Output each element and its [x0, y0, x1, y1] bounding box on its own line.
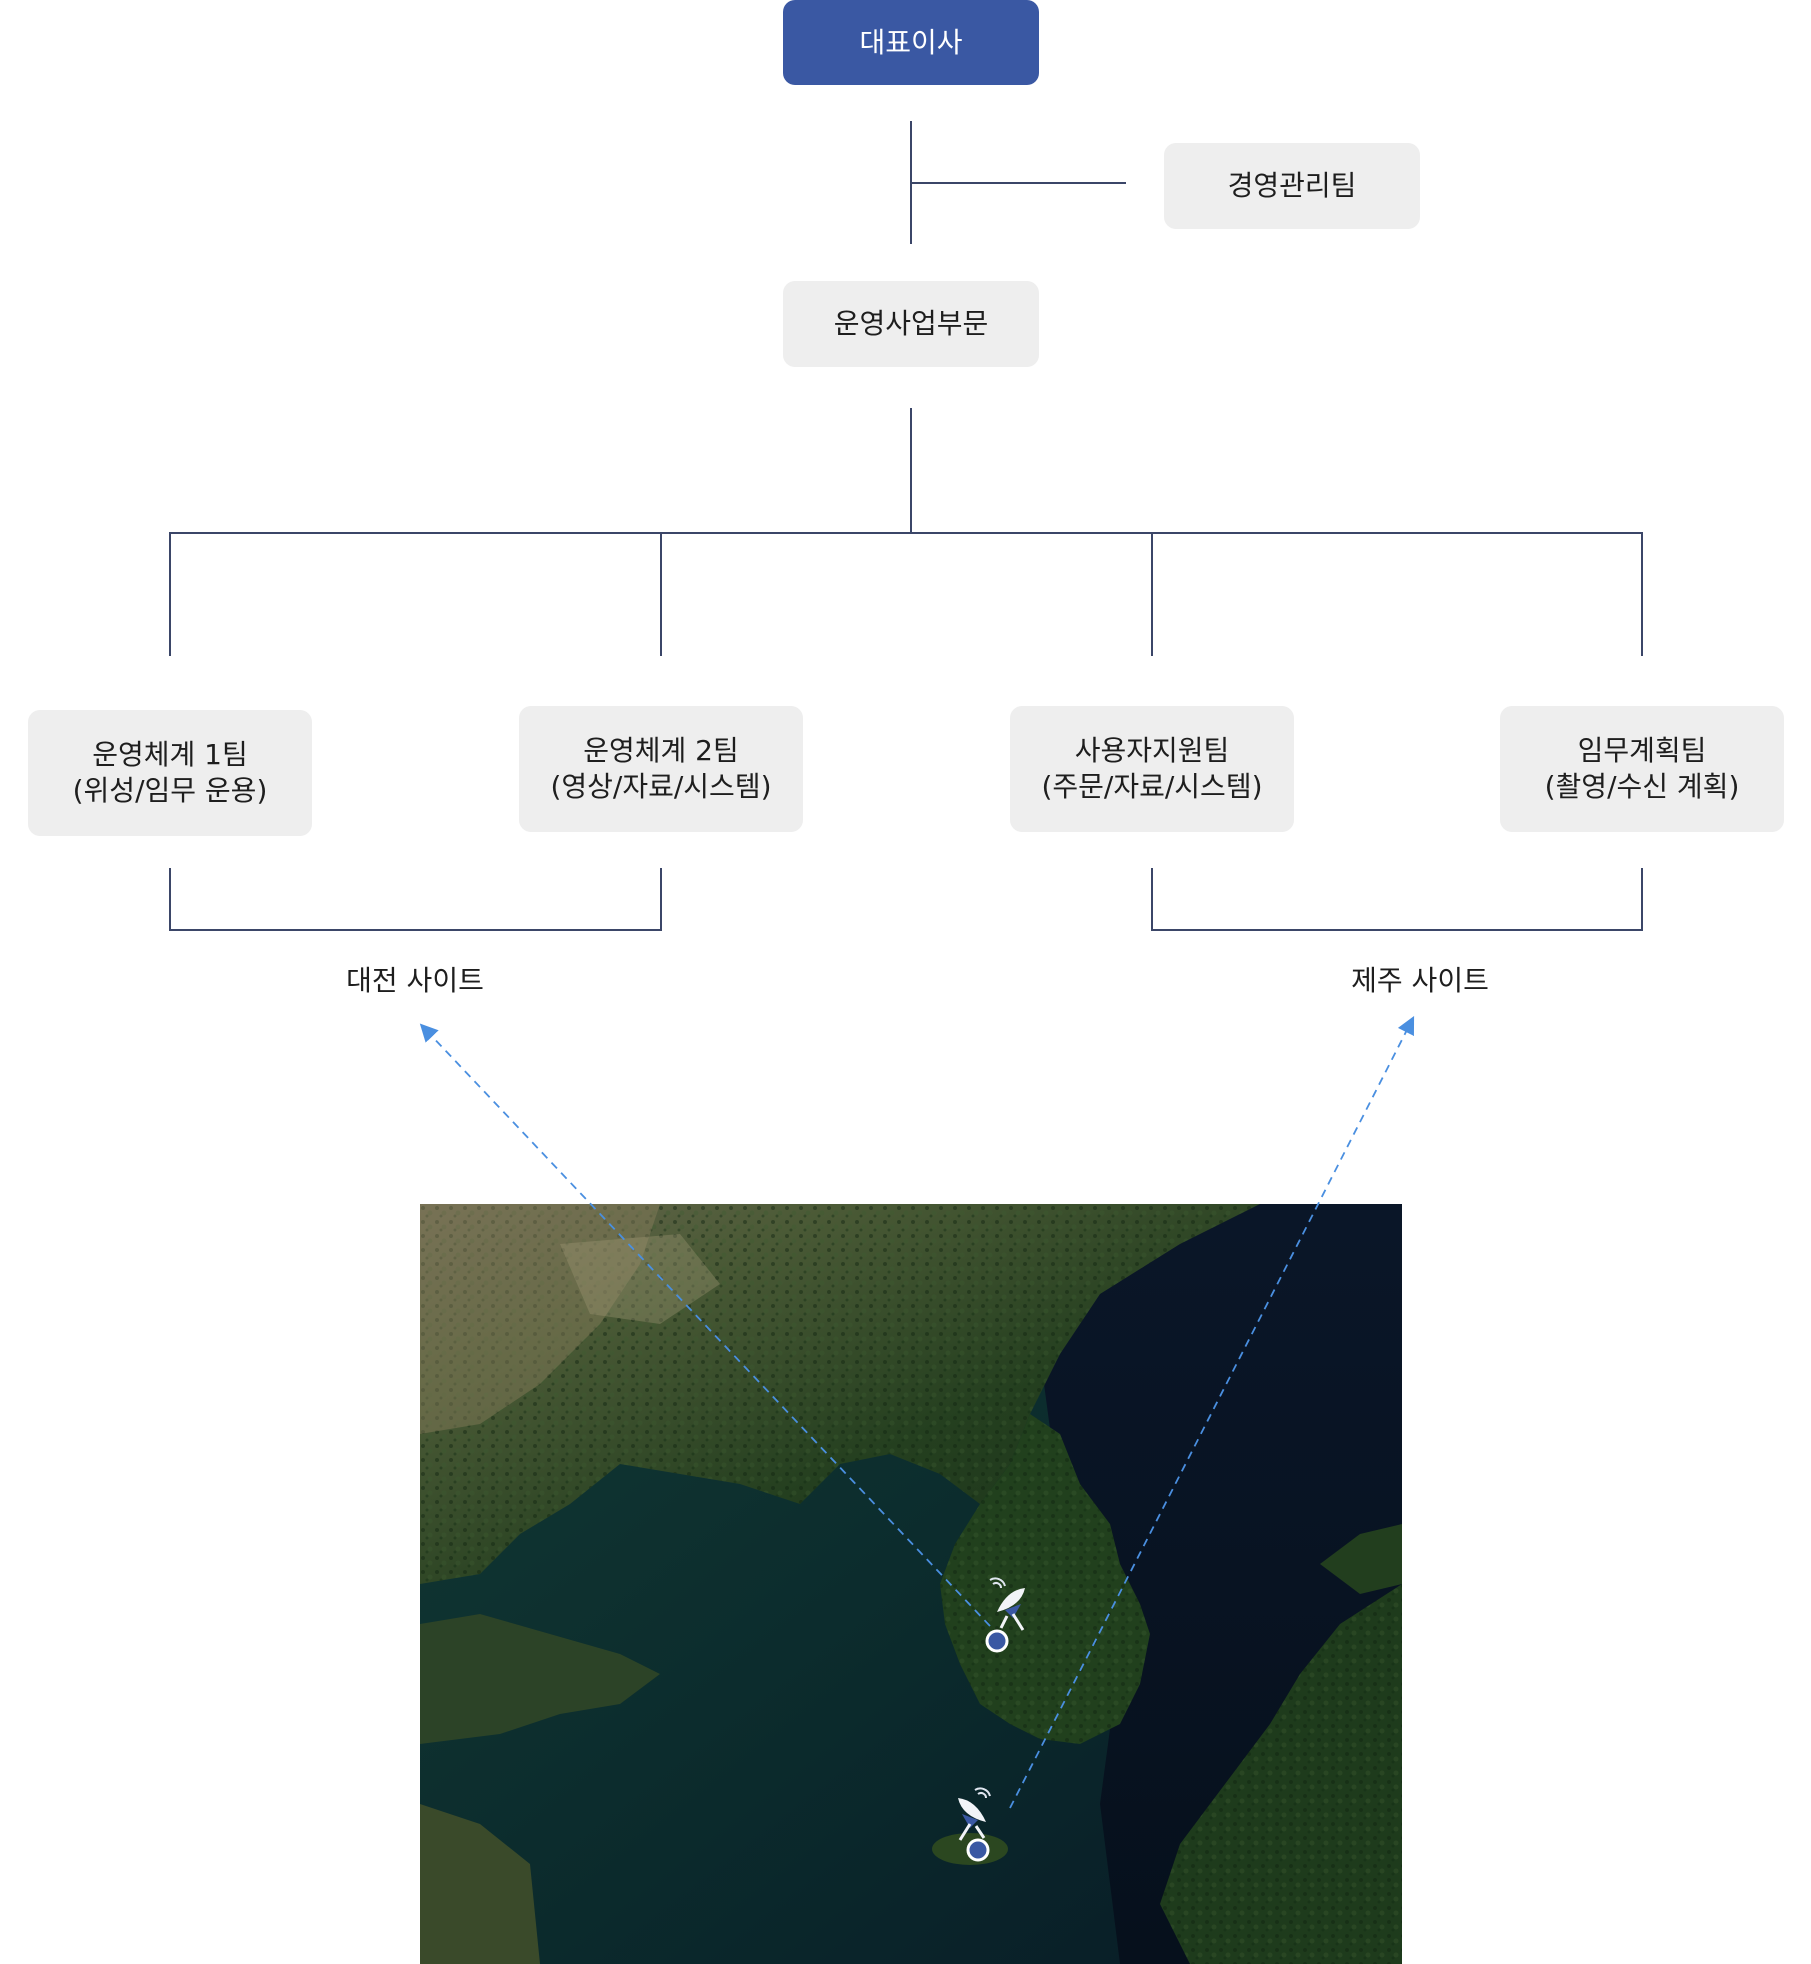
- team-node-4: 임무계획팀 (촬영/수신 계획): [1500, 706, 1784, 832]
- team-2-name: 운영체계 2팀: [583, 734, 739, 767]
- connector-team-4: [1641, 532, 1643, 656]
- bracket-daejeon-left: [169, 868, 171, 930]
- team-4-role: (촬영/수신 계획): [1544, 770, 1740, 803]
- bracket-jeju-right: [1641, 868, 1643, 930]
- team-3-role: (주문/자료/시스템): [1041, 770, 1263, 803]
- ceo-node: 대표이사: [783, 0, 1039, 85]
- team-3-name: 사용자지원팀: [1074, 734, 1230, 767]
- bracket-daejeon-right: [660, 868, 662, 930]
- division-node: 운영사업부문: [783, 281, 1039, 367]
- connector-team-1: [169, 532, 171, 656]
- management-node: 경영관리팀: [1164, 143, 1420, 229]
- team-1-role: (위성/임무 운용): [72, 774, 268, 807]
- team-node-1: 운영체계 1팀 (위성/임무 운용): [28, 710, 312, 836]
- site-label-jeju: 제주 사이트: [1351, 964, 1489, 997]
- satellite-map: [420, 1204, 1402, 1964]
- connector-teams-bar: [169, 532, 1643, 534]
- team-4-name: 임무계획팀: [1577, 734, 1707, 767]
- team-1-name: 운영체계 1팀: [92, 738, 248, 771]
- location-pin-icon: [985, 1629, 1009, 1653]
- connector-management: [910, 182, 1126, 184]
- management-label: 경영관리팀: [1227, 169, 1357, 202]
- connector-team-2: [660, 532, 662, 656]
- team-node-3: 사용자지원팀 (주문/자료/시스템): [1010, 706, 1294, 832]
- bracket-daejeon-bottom: [169, 929, 662, 931]
- location-pin-icon: [966, 1838, 990, 1862]
- connector-division-down: [910, 408, 912, 532]
- bracket-jeju-left: [1151, 868, 1153, 930]
- division-label: 운영사업부문: [833, 307, 989, 340]
- site-label-daejeon: 대전 사이트: [346, 964, 484, 997]
- satellite-dish-icon: [958, 1787, 991, 1841]
- team-2-role: (영상/자료/시스템): [550, 770, 772, 803]
- satellite-map-image: [420, 1204, 1402, 1964]
- connector-team-3: [1151, 532, 1153, 656]
- shandong-shape: [420, 1614, 660, 1744]
- team-node-2: 운영체계 2팀 (영상/자료/시스템): [519, 706, 803, 832]
- bracket-jeju-bottom: [1151, 929, 1643, 931]
- ceo-label: 대표이사: [859, 25, 963, 59]
